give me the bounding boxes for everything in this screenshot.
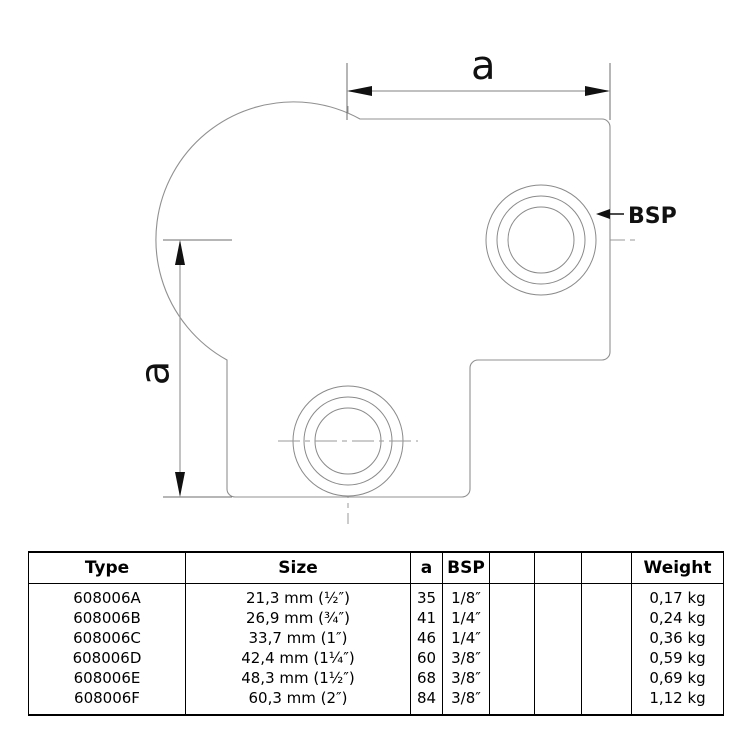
cell-empty-1 [489, 648, 535, 668]
cell-a: 84 [410, 688, 443, 716]
dim-a-left-top-arrowhead [175, 240, 185, 265]
column-header-empty-2 [534, 551, 582, 584]
horizontal-dimension-a [346, 63, 611, 120]
cell-weight: 0,36 kg [631, 628, 724, 648]
cell-weight: 0,69 kg [631, 668, 724, 688]
upper-boss-middle-circle [496, 195, 586, 285]
column-header-weight: Weight [631, 551, 724, 584]
cell-weight: 0,17 kg [631, 583, 724, 608]
bsp-leader [596, 209, 624, 219]
cell-empty-3 [581, 628, 632, 648]
cell-empty-1 [489, 608, 535, 628]
cell-empty-2 [534, 688, 582, 716]
cell-type: 608006E [28, 668, 186, 688]
column-header-type: Type [28, 551, 186, 584]
upper-boss-outer-circle [485, 184, 597, 296]
column-header-bsp: BSP [442, 551, 490, 584]
cell-size: 33,7 mm (1″) [185, 628, 411, 648]
bsp-callout-label: BSP [628, 204, 677, 229]
cell-a: 41 [410, 608, 443, 628]
dim-a-left-bottom-arrowhead [175, 472, 185, 497]
vertical-dimension-a [163, 239, 232, 498]
cell-empty-2 [534, 608, 582, 628]
cell-a: 68 [410, 668, 443, 688]
dim-a-top-right-arrowhead [585, 86, 610, 96]
cell-empty-3 [581, 688, 632, 716]
cell-empty-2 [534, 668, 582, 688]
table-header-row: Type Size a BSP Weight [28, 551, 724, 584]
cell-type: 608006F [28, 688, 186, 716]
upper-bsp-boss [485, 184, 597, 296]
elbow-body-outline [155, 101, 611, 498]
cell-bsp: 3/8″ [442, 668, 490, 688]
cell-weight: 1,12 kg [631, 688, 724, 716]
cell-type: 608006A [28, 583, 186, 608]
dimension-label-a-vertical: a [132, 360, 179, 386]
cell-bsp: 1/4″ [442, 608, 490, 628]
cell-bsp: 3/8″ [442, 688, 490, 716]
cell-bsp: 3/8″ [442, 648, 490, 668]
cell-empty-2 [534, 648, 582, 668]
cell-a: 46 [410, 628, 443, 648]
cell-empty-1 [489, 583, 535, 608]
column-header-size: Size [185, 551, 411, 584]
cell-a: 60 [410, 648, 443, 668]
cell-weight: 0,59 kg [631, 648, 724, 668]
cell-size: 48,3 mm (1½″) [185, 668, 411, 688]
dim-a-top-left-arrowhead [347, 86, 372, 96]
technical-drawing: a a BSP [132, 43, 677, 524]
cell-empty-2 [534, 628, 582, 648]
cell-size: 42,4 mm (1¼″) [185, 648, 411, 668]
cell-empty-3 [581, 608, 632, 628]
cell-empty-1 [489, 688, 535, 716]
column-header-a: a [410, 551, 443, 584]
bsp-leader-arrowhead [596, 209, 610, 219]
cell-empty-2 [534, 583, 582, 608]
cell-bsp: 1/4″ [442, 628, 490, 648]
cell-empty-1 [489, 668, 535, 688]
upper-boss-inner-circle [507, 206, 575, 274]
cell-size: 26,9 mm (¾″) [185, 608, 411, 628]
cell-type: 608006C [28, 628, 186, 648]
cell-size: 60,3 mm (2″) [185, 688, 411, 716]
cell-weight: 0,24 kg [631, 608, 724, 628]
cell-empty-1 [489, 628, 535, 648]
cell-bsp: 1/8″ [442, 583, 490, 608]
cell-a: 35 [410, 583, 443, 608]
column-header-empty-3 [581, 551, 632, 584]
cell-size: 21,3 mm (½″) [185, 583, 411, 608]
dimension-label-a-horizontal: a [471, 43, 496, 89]
column-header-empty-1 [489, 551, 535, 584]
cell-type: 608006B [28, 608, 186, 628]
cell-type: 608006D [28, 648, 186, 668]
elbow-fitting-drawing [155, 63, 636, 524]
cell-empty-3 [581, 668, 632, 688]
cell-empty-3 [581, 648, 632, 668]
cell-empty-3 [581, 583, 632, 608]
